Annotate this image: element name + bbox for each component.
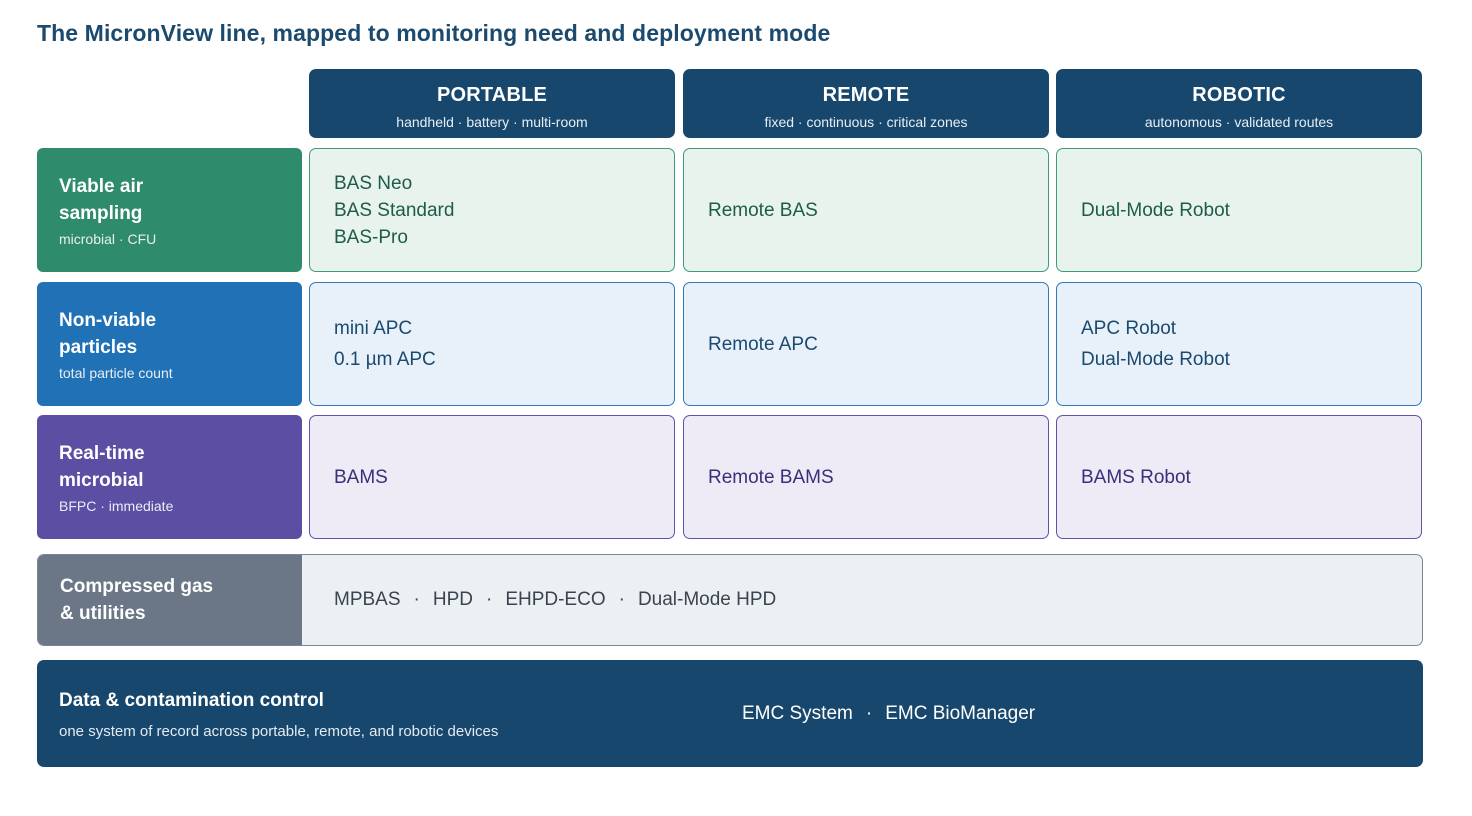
column-header-subtitle: fixed · continuous · critical zones — [764, 114, 968, 130]
product-item: BAS Standard — [334, 199, 455, 221]
row-header-name: Compressed gas — [60, 576, 214, 597]
column-header-subtitle: handheld · battery · multi-room — [396, 114, 588, 130]
row-header-non-viable-particles: Non-viable particles total particle coun… — [37, 282, 302, 406]
separator: · — [618, 589, 625, 610]
product-item: EMC BioManager — [885, 702, 1036, 724]
cell-realtime-remote: Remote BAMS — [683, 415, 1049, 539]
cell-nonviable-robotic: APC Robot Dual-Mode Robot — [1056, 282, 1422, 406]
cell-nonviable-portable: mini APC 0.1 µm APC — [309, 282, 675, 406]
product-item: BAS-Pro — [334, 226, 408, 248]
product-item: Dual-Mode HPD — [637, 589, 777, 610]
row-header-name: microbial — [59, 470, 144, 491]
column-header-name: PORTABLE — [436, 84, 548, 106]
row-header-compressed-gas: Compressed gas & utilities — [38, 555, 302, 645]
row-header-name: & utilities — [60, 603, 146, 624]
product-item: EHPD-ECO — [505, 589, 606, 610]
product-item: BAS Neo — [334, 172, 413, 194]
cell-realtime-portable: BAMS — [309, 415, 675, 539]
separator: · — [865, 702, 873, 724]
separator: · — [413, 589, 420, 610]
data-control-subtitle: one system of record across portable, re… — [59, 723, 499, 740]
row-header-subtitle: microbial · CFU — [59, 231, 157, 247]
separator: · — [485, 589, 493, 610]
cell-viable-remote: Remote BAS — [683, 148, 1049, 272]
cell-realtime-robotic: BAMS Robot — [1056, 415, 1422, 539]
product-item: mini APC — [334, 318, 413, 339]
product-item: Dual-Mode Robot — [1081, 349, 1230, 370]
product-item: HPD — [432, 589, 473, 610]
data-control-row: Data & contamination control one system … — [37, 660, 1423, 767]
column-header-remote: REMOTE fixed · continuous · critical zon… — [683, 69, 1049, 138]
product-item: EMC System — [742, 702, 853, 724]
cell-viable-robotic: Dual-Mode Robot — [1056, 148, 1422, 272]
product-item: APC Robot — [1081, 318, 1177, 339]
gas-product-list: MPBAS · HPD · EHPD-ECO · Dual-Mode HPD — [334, 555, 776, 645]
data-control-title: Data & contamination control — [59, 690, 324, 711]
cell-nonviable-remote: Remote APC — [683, 282, 1049, 406]
product-item: MPBAS — [334, 589, 401, 610]
row-header-viable-air-sampling: Viable air sampling microbial · CFU — [37, 148, 302, 272]
product-item: Remote BAMS — [708, 466, 834, 488]
column-header-portable: PORTABLE handheld · battery · multi-room — [309, 69, 675, 138]
row-header-name: Real-time — [59, 443, 145, 464]
column-header-name: ROBOTIC — [1192, 84, 1286, 106]
product-item: BAMS — [334, 466, 388, 488]
column-header-robotic: ROBOTIC autonomous · validated routes — [1056, 69, 1422, 138]
row-header-name: Non-viable — [59, 310, 157, 331]
row-header-subtitle: BFPC · immediate — [59, 498, 174, 514]
row-header-subtitle: total particle count — [59, 365, 173, 381]
product-item: Dual-Mode Robot — [1081, 199, 1230, 221]
product-item: BAMS Robot — [1081, 466, 1191, 488]
cell-viable-portable: BAS Neo BAS Standard BAS-Pro — [309, 148, 675, 272]
column-header-name: REMOTE — [822, 84, 910, 106]
compressed-gas-row: Compressed gas & utilities MPBAS · HPD ·… — [37, 554, 1423, 646]
column-header-subtitle: autonomous · validated routes — [1144, 114, 1334, 130]
row-header-name: Viable air — [59, 176, 144, 197]
page-title: The MicronView line, mapped to monitorin… — [37, 20, 831, 46]
product-item: Remote BAS — [708, 199, 818, 221]
product-item: 0.1 µm APC — [334, 349, 436, 370]
data-product-list: EMC System · EMC BioManager — [742, 660, 1035, 767]
row-header-name: sampling — [59, 203, 143, 224]
product-item: Remote APC — [708, 333, 818, 355]
row-header-real-time-microbial: Real-time microbial BFPC · immediate — [37, 415, 302, 539]
row-header-name: particles — [59, 337, 138, 358]
